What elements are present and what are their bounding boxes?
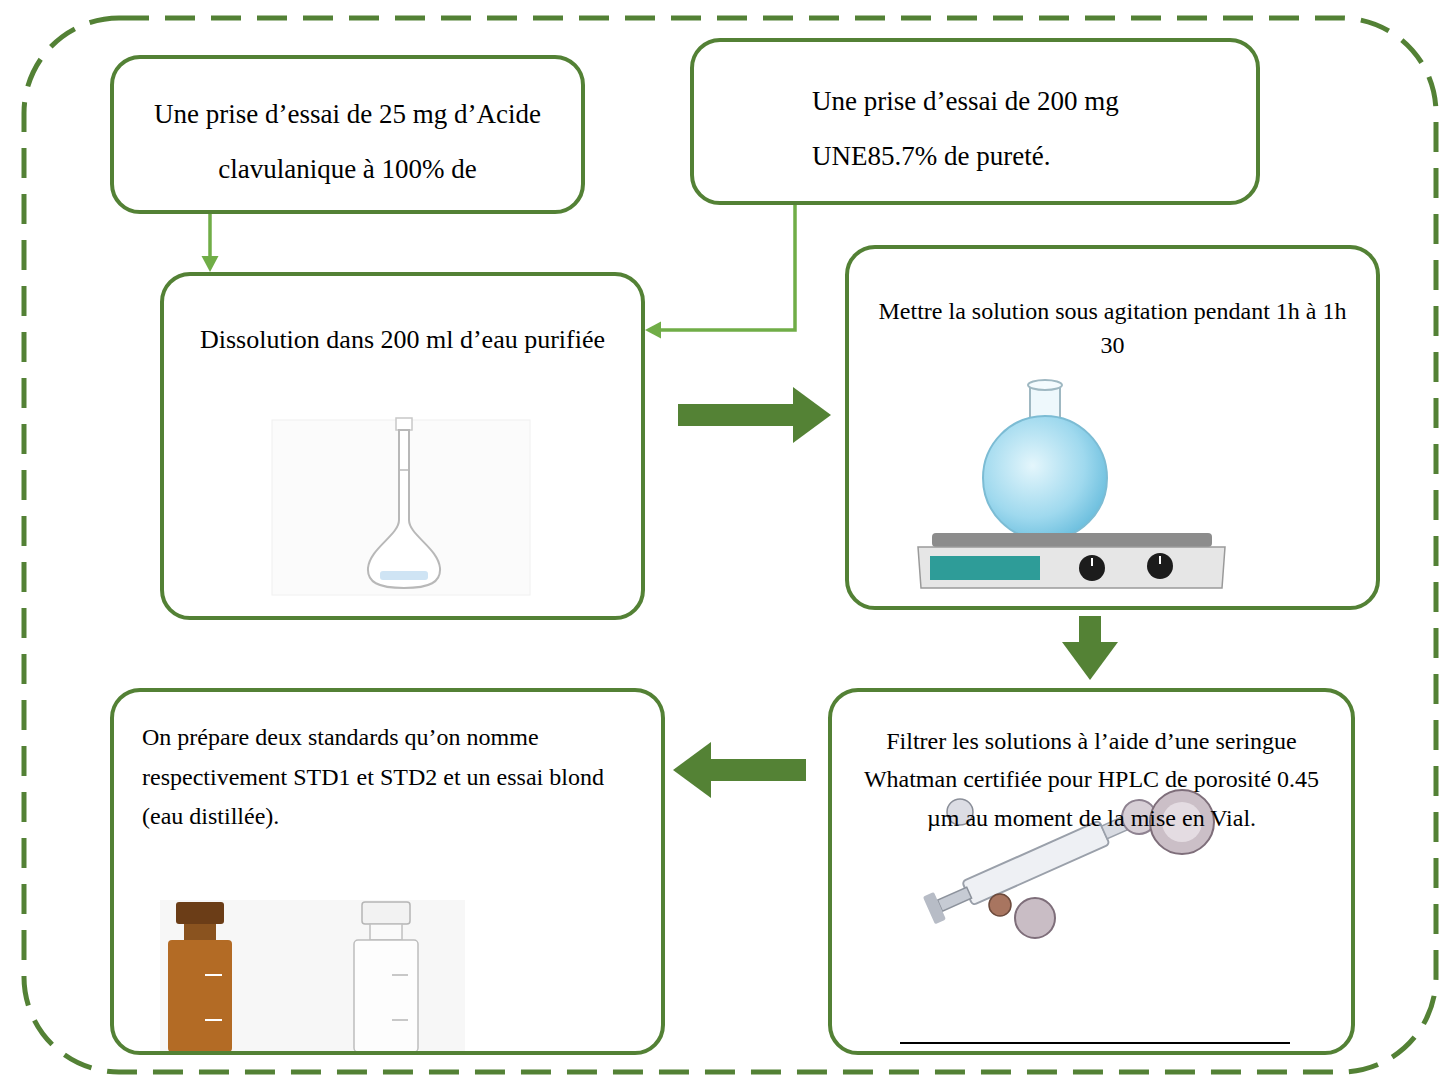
flask-mark (399, 469, 409, 471)
arrow-head (673, 742, 711, 798)
box-text: Dissolution dans 200 ml d’eau purifiée (188, 322, 617, 358)
volumetric-flask (272, 418, 530, 595)
process-box: On prépare deux standards qu’on nomme re… (110, 688, 665, 1055)
arrow-head (202, 256, 219, 272)
syringe-thumb (923, 892, 946, 924)
flow-arrow (1062, 616, 1118, 680)
syringe-barrel (962, 821, 1110, 906)
arrow-head (645, 322, 661, 339)
arrow-shaft (659, 205, 795, 330)
box-text: Filtrer les solutions à l’aide d’une ser… (854, 722, 1329, 837)
knob-mark (1159, 556, 1161, 564)
stirrer-knob (1079, 555, 1105, 581)
vial-mark (392, 1019, 408, 1021)
hot-plate (932, 533, 1212, 547)
flask-label (380, 571, 428, 580)
filter-disc (989, 894, 1011, 916)
arrow-head (793, 387, 831, 443)
picture-ground (160, 900, 465, 1052)
process-box: Dissolution dans 200 ml d’eau purifiée (160, 272, 645, 620)
flow-arrow (645, 205, 795, 339)
filter-disc (1015, 898, 1055, 938)
process-box: Une prise d’essai de 200 mg UNE85.7% de … (690, 38, 1260, 205)
box-text: Une prise d’essai de 25 mg d’Acide clavu… (134, 87, 561, 198)
stirrer-housing (918, 547, 1225, 588)
flask-mouth (1028, 380, 1062, 390)
flow-arrow (202, 214, 219, 272)
box-text: Mettre la solution sous agitation pendan… (873, 295, 1352, 362)
magnetic-stirrer (918, 380, 1225, 588)
flow-arrow (673, 742, 806, 798)
picture-ground (272, 420, 530, 595)
clear-vial (354, 940, 418, 1052)
process-box: Une prise d’essai de 25 mg d’Acide clavu… (110, 55, 585, 214)
round-flask (983, 416, 1107, 540)
box-text: Une prise d’essai de 200 mg UNE85.7% de … (812, 74, 1236, 185)
arrow-head (1062, 642, 1118, 680)
flask-body (368, 430, 440, 588)
arrow-shaft (678, 404, 799, 426)
vial-cap (362, 902, 410, 924)
arrow-shaft (208, 214, 212, 259)
flow-arrow (678, 387, 831, 443)
flask-stopper (396, 418, 412, 430)
vial-neck (184, 924, 216, 940)
process-box: Mettre la solution sous agitation pendan… (845, 245, 1380, 610)
knob-mark (1091, 558, 1093, 566)
vial-mark (205, 1019, 222, 1021)
vial-neck (370, 924, 402, 940)
box-text: On prépare deux standards qu’on nomme re… (142, 718, 621, 837)
amber-vial (168, 940, 232, 1052)
rule-line (900, 1042, 1290, 1044)
process-box: Filtrer les solutions à l’aide d’une ser… (828, 688, 1355, 1055)
hplc-vials (160, 900, 465, 1052)
stirrer-knob (1147, 553, 1173, 579)
stirrer-panel (930, 556, 1040, 580)
vial-mark (205, 974, 222, 976)
dashed-frame (24, 18, 1436, 1072)
syringe-plunger (937, 887, 971, 911)
arrow-shaft (705, 759, 806, 781)
vial-cap (176, 902, 224, 924)
vial-mark (392, 974, 408, 976)
